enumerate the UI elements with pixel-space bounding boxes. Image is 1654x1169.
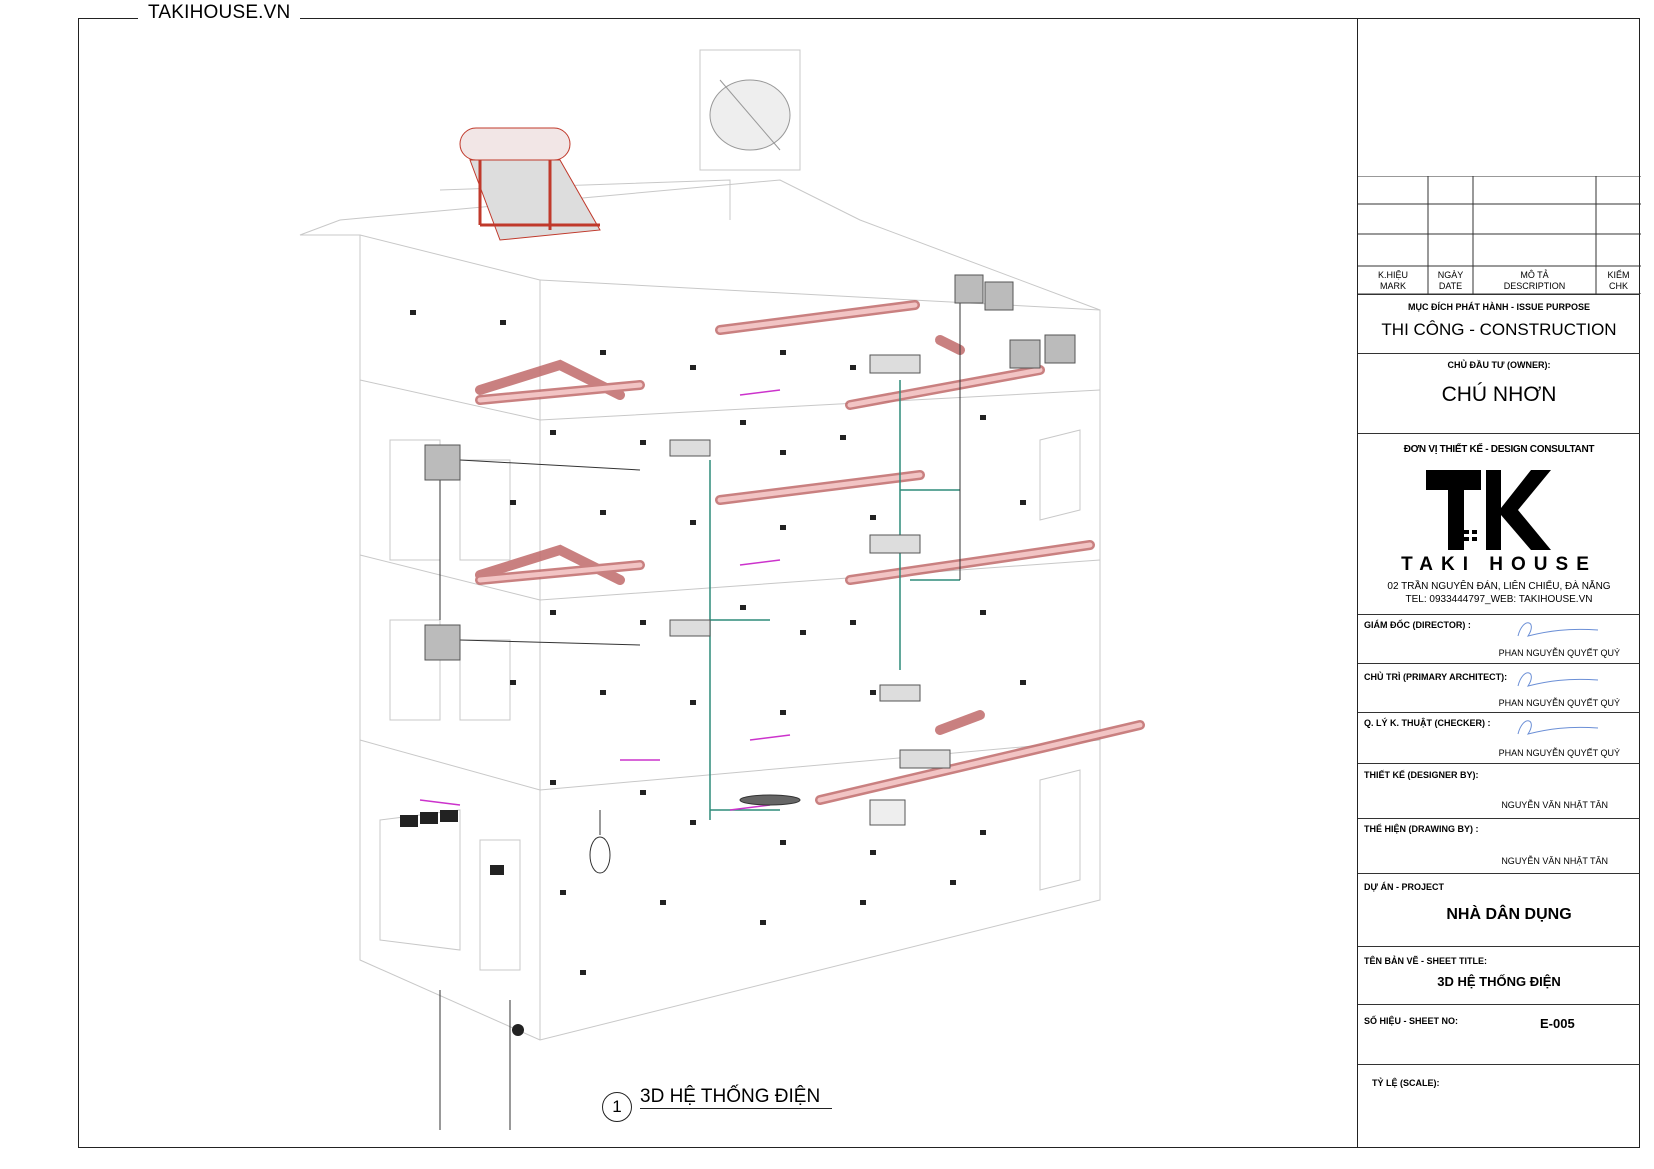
revision-grid xyxy=(1358,176,1641,294)
checker-name: PHAN NGUYỄN QUYẾT QUÝ xyxy=(1498,748,1620,758)
project-value: NHÀ DÂN DỤNG xyxy=(1446,906,1572,923)
drawing-by-label: THỂ HIỆN (DRAWING BY) : xyxy=(1364,824,1479,834)
sheet-title-label: TÊN BẢN VẼ - SHEET TITLE: xyxy=(1364,956,1488,966)
fan-tag-icon xyxy=(419,389,791,811)
designer-name: NGUYỄN VĂN NHẬT TÂN xyxy=(1501,800,1608,810)
isometric-electrical-drawing xyxy=(299,49,1145,1130)
checker-label: Q. LÝ K. THUẬT (CHECKER) : xyxy=(1364,718,1491,728)
owner-label: CHỦ ĐẦU TƯ (OWNER): xyxy=(1447,360,1551,370)
primary-architect-label: CHỦ TRÌ (PRIMARY ARCHITECT): xyxy=(1364,672,1508,682)
solar-water-heater-icon xyxy=(459,127,601,241)
divider xyxy=(1358,946,1640,947)
divider xyxy=(1358,614,1640,615)
signature-icon xyxy=(1517,622,1599,637)
signature-icon xyxy=(1517,672,1599,687)
consultant-address: 02 TRẦN NGUYÊN ĐÁN, LIÊN CHIỂU, ĐÀ NẴNG xyxy=(1387,581,1611,592)
director-name: PHAN NGUYỄN QUYẾT QUÝ xyxy=(1498,648,1620,658)
divider xyxy=(1358,433,1640,434)
consultant-logo-text: TAKI HOUSE xyxy=(1401,554,1597,575)
ac-unit-icon xyxy=(424,274,1076,826)
director-label: GIÁM ĐỐC (DIRECTOR) : xyxy=(1364,620,1471,630)
issue-purpose-label: MỤC ĐÍCH PHÁT HÀNH - ISSUE PURPOSE xyxy=(1407,302,1590,312)
consultant-label: ĐƠN VỊ THIẾT KẾ - DESIGN CONSULTANT xyxy=(1403,444,1595,455)
sheet-no-value: E-005 xyxy=(1540,1016,1575,1031)
divider xyxy=(1358,763,1640,764)
sheet-title-value: 3D HỆ THỐNG ĐIỆN xyxy=(1437,974,1561,989)
owner-value: CHÚ NHƠN xyxy=(1441,383,1557,406)
pendant-lamp-icon xyxy=(589,810,611,874)
divider xyxy=(1358,294,1640,295)
divider xyxy=(1358,873,1640,874)
signature-icon xyxy=(1517,720,1599,735)
project-label: DỰ ÁN - PROJECT xyxy=(1364,882,1444,892)
divider xyxy=(1358,663,1640,664)
water-tank-icon xyxy=(709,79,791,151)
sheet-no-label: SỐ HIỆU - SHEET NO: xyxy=(1364,1016,1459,1026)
callout-title: 3D HỆ THỐNG ĐIỆN xyxy=(640,1086,833,1109)
wall-cabinet-icon xyxy=(400,810,524,1036)
divider xyxy=(1358,1064,1640,1065)
divider xyxy=(1358,818,1640,819)
brand-label: TAKIHOUSE.VN xyxy=(138,2,301,24)
divider xyxy=(1358,1004,1640,1005)
primary-architect-name: PHAN NGUYỄN QUYẾT QUÝ xyxy=(1498,698,1620,708)
issue-purpose-value: THI CÔNG - CONSTRUCTION xyxy=(1381,320,1617,339)
divider xyxy=(1358,353,1640,354)
consultant-contact: TEL: 0933444797_WEB: TAKIHOUSE.VN xyxy=(1405,594,1593,605)
designer-label: THIẾT KẾ (DESIGNER BY): xyxy=(1364,770,1479,780)
light-fixture-icon xyxy=(410,310,1026,975)
callout-number: 1 xyxy=(602,1092,632,1122)
taki-house-logo-icon xyxy=(1426,470,1551,550)
sheet-frame xyxy=(78,18,1640,1148)
scale-label: TỶ LỆ (SCALE): xyxy=(1372,1078,1440,1088)
drawing-by-name: NGUYỄN VĂN NHẬT TÂN xyxy=(1501,856,1608,866)
divider xyxy=(1358,712,1640,713)
ceiling-fan-icon xyxy=(739,794,801,806)
